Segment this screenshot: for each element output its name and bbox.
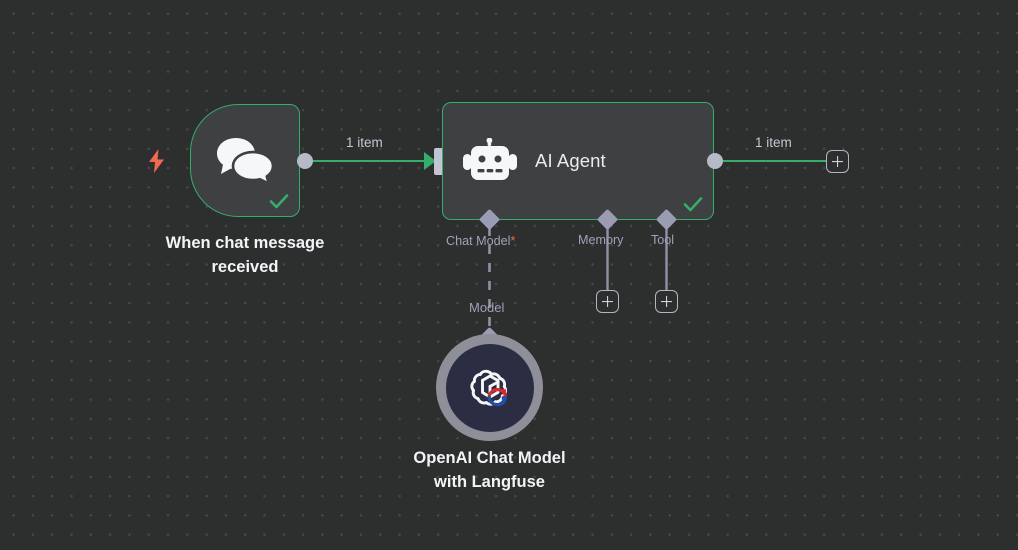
chat-bubbles-icon [215,136,275,186]
add-node-button-main-output[interactable] [826,150,849,173]
trigger-output-port[interactable] [297,153,313,169]
agent-input-arrow-icon [424,152,436,170]
node-ai-agent[interactable]: AI Agent [442,102,714,220]
agent-port-label-chat-model: Chat Model* [446,233,515,248]
langfuse-badge-icon [487,387,507,406]
agent-output-port[interactable] [707,153,723,169]
ai-agent-title: AI Agent [535,150,606,171]
openai-node-inner-disc [445,343,534,432]
agent-port-label-memory: Memory [578,233,624,247]
agent-input-port[interactable] [434,148,443,175]
connection-label-model: Model [469,300,505,315]
add-node-button-tool[interactable] [655,290,678,313]
node-when-chat-message-received[interactable] [190,104,300,217]
add-node-button-memory[interactable] [596,290,619,313]
openai-logo-icon [467,365,513,411]
chat-model-label-text: Chat Model [446,234,511,248]
lightning-bolt-icon [148,149,165,173]
node-openai-chat-model[interactable] [436,334,543,441]
trigger-node-caption: When chat message received [165,234,325,276]
trigger-success-check-icon [268,190,290,212]
connection-label-trigger-to-agent: 1 item [346,135,383,150]
robot-icon [463,137,517,184]
agent-port-label-tool: Tool [651,233,675,247]
openai-node-caption: OpenAI Chat Model with Langfuse [413,449,566,491]
connection-label-agent-output: 1 item [755,135,792,150]
agent-success-check-icon [682,193,704,215]
chat-model-required-asterisk: * [510,233,516,248]
